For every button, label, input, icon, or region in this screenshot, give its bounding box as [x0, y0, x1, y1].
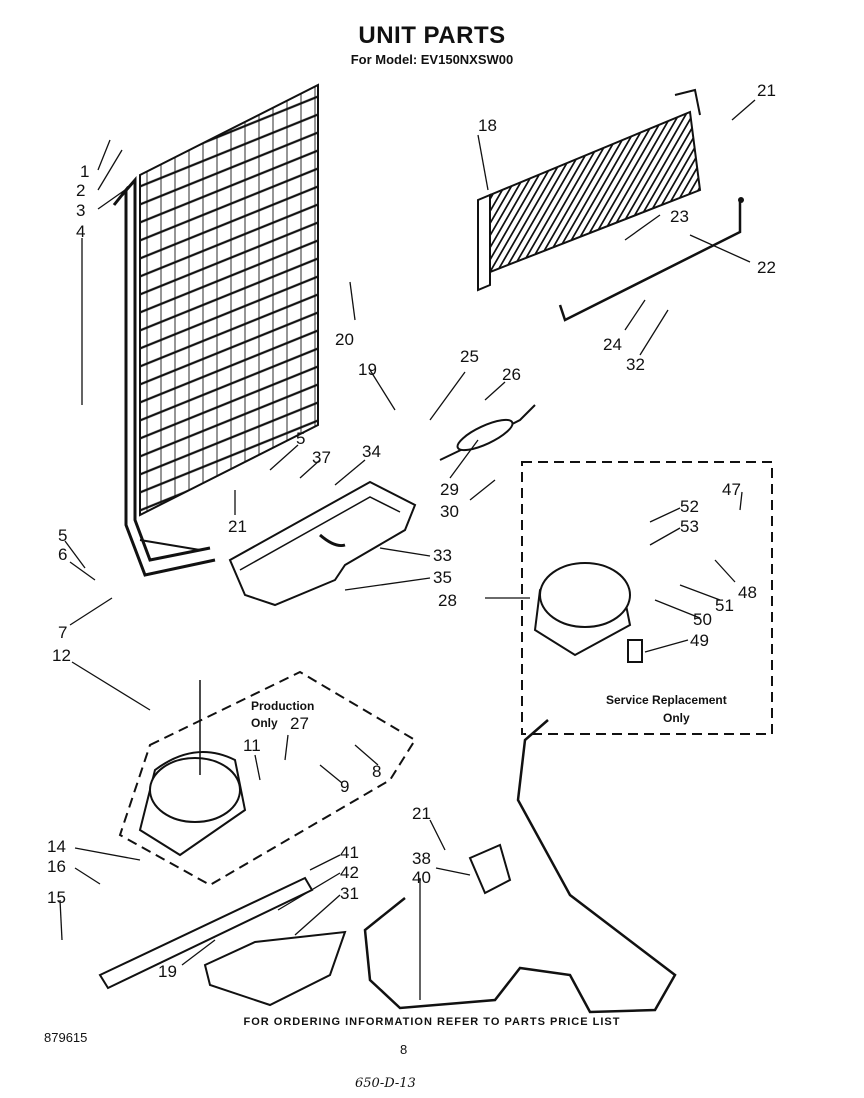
label-19b: 19: [158, 962, 177, 981]
label-21c: 21: [412, 804, 431, 823]
label-12: 12: [52, 646, 71, 665]
label-30: 30: [440, 502, 459, 521]
label-41: 41: [340, 843, 359, 862]
compressor-production: [138, 680, 247, 857]
label-49: 49: [690, 631, 709, 650]
label-2: 2: [76, 181, 85, 200]
label-48: 48: [738, 583, 757, 602]
label-11: 11: [243, 736, 261, 755]
label-15: 15: [47, 888, 66, 907]
label-7: 7: [58, 623, 67, 642]
label-6: 6: [58, 545, 67, 564]
service-note-line1: Service Replacement: [606, 693, 727, 707]
label-37: 37: [312, 448, 331, 467]
label-1: 1: [80, 162, 89, 181]
service-note-line2: Only: [663, 711, 690, 725]
catalog-number: 879615: [44, 1030, 88, 1045]
label-5b: 5: [58, 526, 67, 545]
label-34: 34: [362, 442, 381, 461]
label-19a: 19: [358, 360, 377, 379]
production-note-line1: Production: [251, 699, 314, 713]
label-53: 53: [680, 517, 699, 536]
label-22: 22: [757, 258, 776, 277]
compressor-service: [533, 562, 643, 663]
model-subtitle: For Model: EV150NXSW00: [350, 52, 514, 67]
label-42: 42: [340, 863, 359, 882]
drain-pan: [228, 480, 417, 607]
condenser-coil: [112, 83, 319, 577]
relay-bracket: [468, 843, 512, 895]
refrigerant-tube: [363, 719, 677, 1014]
mounting-rail: [98, 876, 347, 1007]
label-38: 38: [412, 849, 431, 868]
service-replacement-box: [521, 461, 773, 735]
label-35: 35: [433, 568, 452, 587]
label-23: 23: [670, 207, 689, 226]
page-number: 8: [400, 1042, 408, 1057]
label-14: 14: [47, 837, 66, 856]
label-32: 32: [626, 355, 645, 374]
label-31: 31: [340, 884, 359, 903]
label-51: 51: [715, 596, 734, 615]
production-note-line2: Only: [251, 716, 278, 730]
label-27: 27: [290, 714, 309, 733]
production-only-box: [118, 670, 417, 887]
ordering-note: FOR ORDERING INFORMATION REFER TO PARTS …: [243, 1016, 621, 1028]
label-26: 26: [502, 365, 521, 384]
leader-lines: [59, 99, 756, 1000]
label-20: 20: [335, 330, 354, 349]
label-40: 40: [412, 868, 431, 887]
label-25: 25: [460, 347, 479, 366]
label-9: 9: [340, 777, 349, 796]
label-8: 8: [372, 762, 381, 781]
label-5a: 5: [296, 429, 305, 448]
handwritten-note: 650-D-13: [355, 1076, 416, 1091]
label-33: 33: [433, 546, 452, 565]
label-52: 52: [680, 497, 699, 516]
label-50: 50: [693, 610, 712, 629]
label-21a: 21: [757, 81, 776, 100]
label-4: 4: [76, 222, 85, 241]
label-28: 28: [438, 591, 457, 610]
label-29: 29: [440, 480, 459, 499]
label-21b: 21: [228, 517, 247, 536]
page-title: UNIT PARTS: [358, 22, 506, 49]
evaporator-coil: [477, 88, 744, 322]
label-3: 3: [76, 201, 85, 220]
label-24: 24: [603, 335, 622, 354]
filter-drier: [439, 404, 536, 461]
label-47: 47: [722, 480, 741, 499]
label-18: 18: [478, 116, 497, 135]
label-16: 16: [47, 857, 66, 876]
